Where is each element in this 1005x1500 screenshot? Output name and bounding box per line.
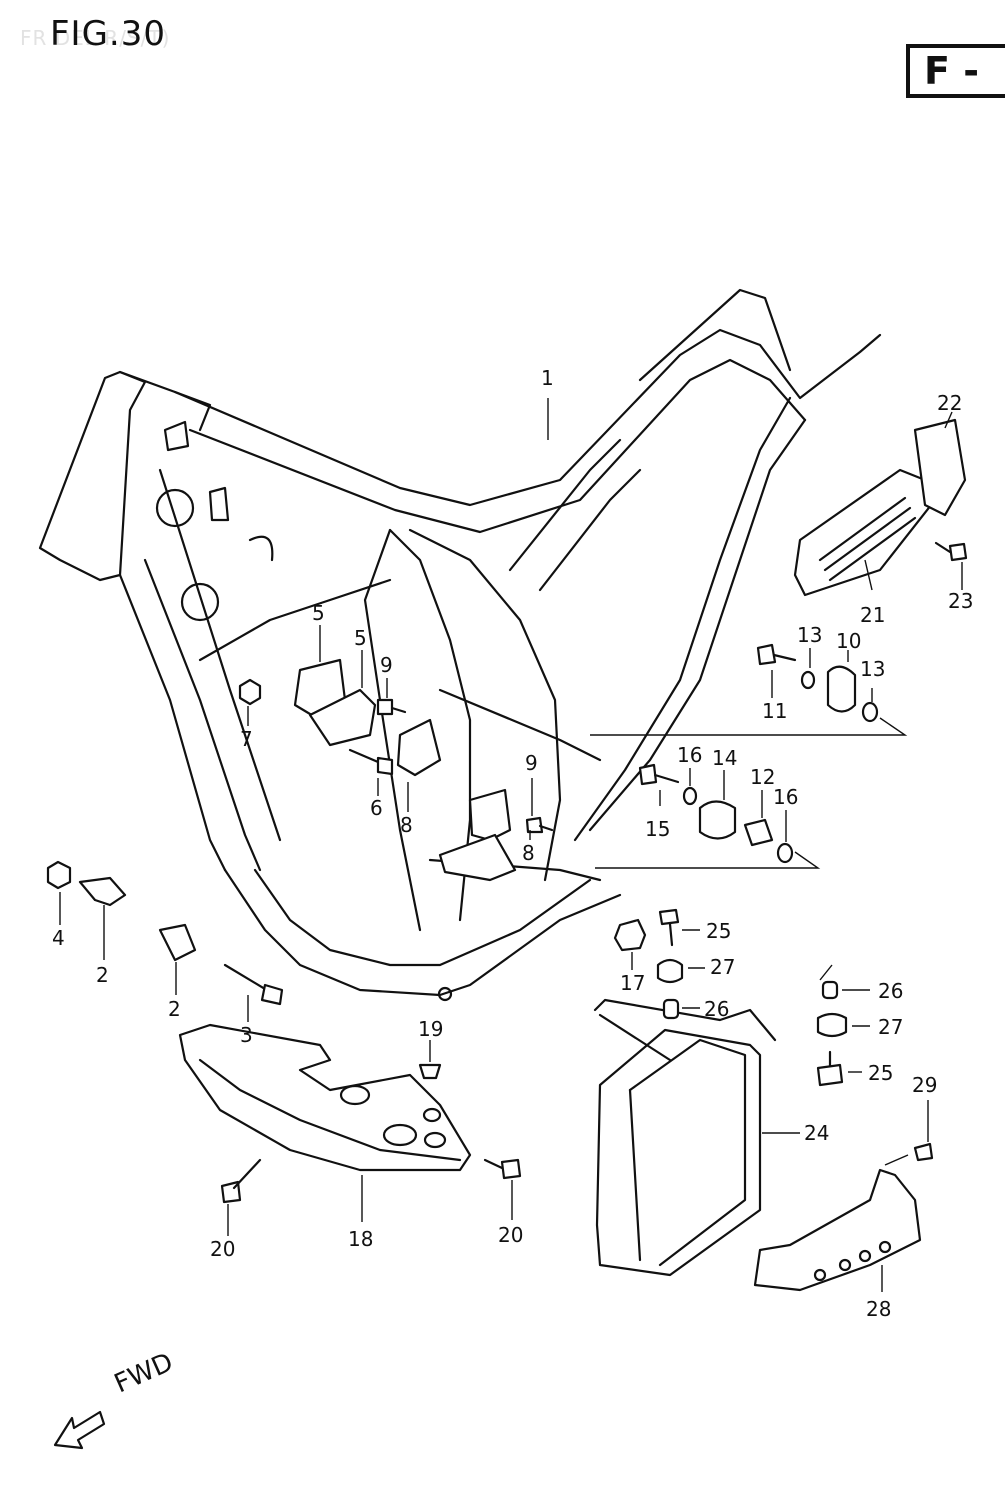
callout-25b: 25	[868, 1061, 893, 1085]
figure-title: FIG.30	[50, 14, 167, 54]
battery-case	[593, 998, 800, 1277]
callout-17: 17	[620, 971, 645, 995]
callout-13b: 13	[860, 657, 885, 681]
bracket	[753, 1168, 922, 1292]
callout-1: 1	[541, 366, 554, 390]
callout-19: 19	[418, 1017, 443, 1041]
callout-3: 3	[240, 1023, 253, 1047]
callout-16a: 16	[677, 743, 702, 767]
callout-8b: 8	[522, 841, 535, 865]
hardware	[46, 541, 968, 1236]
callout-18: 18	[348, 1227, 373, 1251]
callout-21: 21	[860, 603, 885, 627]
callout-25a: 25	[706, 919, 731, 943]
callout-6: 6	[370, 796, 383, 820]
oil-cooler	[793, 411, 967, 597]
callout-2a: 2	[96, 963, 109, 987]
callout-27b: 27	[878, 1015, 903, 1039]
callout-11: 11	[762, 699, 787, 723]
callout-5b: 5	[354, 626, 367, 650]
callout-9a: 9	[380, 653, 393, 677]
section-tag: F -	[906, 44, 1005, 98]
callout-9b: 9	[525, 751, 538, 775]
callout-24: 24	[804, 1121, 829, 1145]
callout-7: 7	[240, 727, 253, 751]
callout-8a: 8	[400, 813, 413, 837]
forward-arrow	[53, 1410, 106, 1450]
callout-10: 10	[836, 629, 861, 653]
callout-29: 29	[912, 1073, 937, 1097]
callout-13a: 13	[797, 623, 822, 647]
callout-labels: 1 2 2 3 4 5 5 6 7 8 8 9 9 10 11 12 13 13…	[52, 366, 973, 1321]
callout-14: 14	[712, 746, 737, 770]
callout-22: 22	[937, 391, 962, 415]
callout-2b: 2	[168, 997, 181, 1021]
callout-26b: 26	[878, 979, 903, 1003]
callout-26a: 26	[704, 997, 729, 1021]
callout-20a: 20	[210, 1237, 235, 1261]
callout-15: 15	[645, 817, 670, 841]
ghost-caption: FR DEL R/S/T)	[20, 26, 171, 50]
callout-27a: 27	[710, 955, 735, 979]
main-frame	[38, 288, 882, 1002]
skid-plate	[178, 1023, 472, 1222]
callout-4: 4	[52, 926, 65, 950]
callout-28: 28	[866, 1297, 891, 1321]
callout-12: 12	[750, 765, 775, 789]
callout-5a: 5	[312, 601, 325, 625]
callout-20b: 20	[498, 1223, 523, 1247]
callout-23: 23	[948, 589, 973, 613]
callout-16b: 16	[773, 785, 798, 809]
